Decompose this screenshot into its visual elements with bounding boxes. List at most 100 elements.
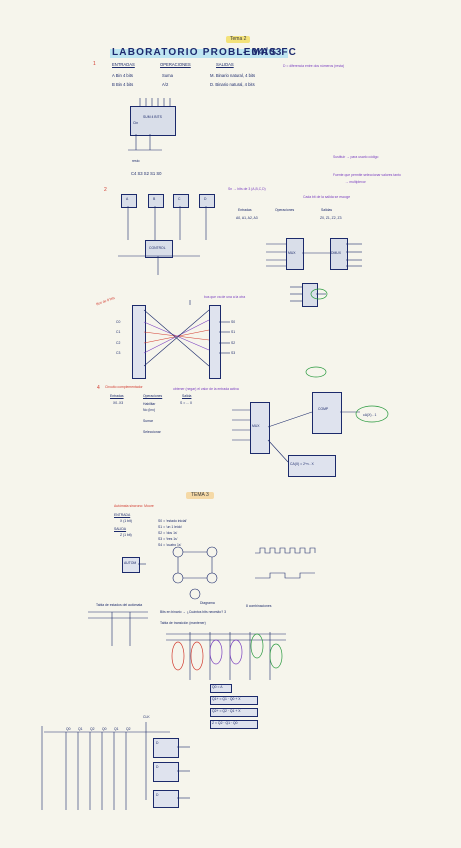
s4-comp-block xyxy=(312,392,342,434)
t3-diagram-title: Diagrama xyxy=(200,601,215,605)
s2-mux-block xyxy=(286,238,304,270)
t3-state-4: S4 = 'cuatro 1s' xyxy=(158,543,182,547)
s4-op-0: Habilitar xyxy=(143,402,156,406)
s4-note: obtener (negar) el valor de la entrada a… xyxy=(173,387,239,391)
ff-2 xyxy=(153,790,179,808)
ff-0 xyxy=(153,738,179,758)
s3-right-bus xyxy=(209,305,221,379)
s2-salidas: Salidas xyxy=(321,208,333,212)
sum-output-label: C4 S3 S2 S1 S0 xyxy=(131,171,162,176)
ff-0-label: D xyxy=(156,741,159,745)
eq-box-2 xyxy=(210,708,258,717)
s1-note: D = diferencia entre dos números (resta) xyxy=(283,64,344,68)
t3-entrada: ENTRADA xyxy=(114,513,131,517)
eq-box-1 xyxy=(210,696,258,705)
s1-input-b: B Bin 4 bits xyxy=(112,82,134,87)
s4-mux-label: MUX xyxy=(252,424,260,428)
s2-box-d-label: D xyxy=(204,197,207,201)
page-date: - 04/03 xyxy=(243,47,283,58)
s2-salidas-values: Z0, Z1, Z2, Z3 xyxy=(320,216,342,220)
t3-autom-block xyxy=(122,557,140,573)
s2-box-c xyxy=(173,194,189,208)
s3-out-2: S2 xyxy=(231,341,236,345)
s3-in-1: C1 xyxy=(116,330,121,334)
t3-bits-question: Bits en binario → ¿Cuántos bits necesito… xyxy=(160,610,226,614)
s4-result: cA(X) - 1 xyxy=(363,413,377,417)
t3-table-title: Tabla de estados del autómata xyxy=(96,603,143,607)
ff-1-label: D xyxy=(156,765,159,769)
s2-entradas: Entradas xyxy=(238,208,252,212)
eq-1: Q1+ = Q1 · Q0 + X xyxy=(212,697,241,701)
s4-op-3: Seleccionar xyxy=(143,430,161,434)
s2-control-label: CONTROL xyxy=(149,246,166,250)
s1-op-1: Suma xyxy=(162,73,173,78)
eq-box-3 xyxy=(210,720,258,729)
s4-comp-label: COMP xyxy=(318,407,329,411)
s3-in-3: C3 xyxy=(116,351,121,355)
s4-entradas-values: X0..X3 xyxy=(113,401,124,405)
sum-block-label: SUM 4 BITS xyxy=(143,115,162,119)
s3-in-0: C0 xyxy=(116,320,121,324)
s4-lower-block xyxy=(288,455,336,477)
s4-result-2: CA(X) = 2^n - X xyxy=(290,462,314,466)
section-1-number: 1 xyxy=(93,61,96,67)
bus-lbl-1: Q1 xyxy=(78,727,83,731)
s3-out-3: S3 xyxy=(231,351,236,355)
t3-state-1: S1 = 'un 1 leído' xyxy=(158,525,183,529)
s2-control-block xyxy=(145,240,173,258)
s3-note: bus que va de una a la otra xyxy=(204,295,246,299)
t3-autom-label: AUTOM xyxy=(124,561,137,565)
title-highlight xyxy=(110,49,288,58)
section-4-number: 4 xyxy=(97,385,100,391)
s1-salidas-heading: SALIDAS xyxy=(216,62,234,67)
sum-resto-label: resto xyxy=(132,159,140,163)
s2-condition: Sn → bits de 3 (A,B,C,D) xyxy=(228,187,266,191)
s1-output-2: D. Binario natural, 4 bits xyxy=(210,82,255,87)
bus-lbl-3: Q0 xyxy=(102,727,107,731)
bus-lbl-0: Q0 xyxy=(66,727,71,731)
s2-box-b-label: B xyxy=(153,197,156,201)
bus-lbl-5: Q2 xyxy=(126,727,131,731)
s3-out-1: S1 xyxy=(231,330,236,334)
t3-salida-value: Z (1 bit) xyxy=(120,533,132,537)
page-title: LABORATORIO PROBLEMAS FC xyxy=(112,47,298,58)
s3-left-bus xyxy=(132,305,146,379)
topic-tag: Tema 2 xyxy=(226,36,251,43)
s4-entradas: Entradas xyxy=(110,394,124,398)
s1-operaciones-heading: OPERACIONES xyxy=(160,62,191,67)
s2-ops-note: Cada bit de la salida se escoge xyxy=(303,195,351,199)
tema3-tag: TEMA 3 xyxy=(186,492,214,499)
s2-box-d xyxy=(199,194,215,208)
t3-state-3: S3 = 'tres 1s' xyxy=(158,537,178,541)
ff-1 xyxy=(153,762,179,782)
s2-box-c-label: C xyxy=(178,197,181,201)
s2-entradas-values: A0, A1, A2, A3 xyxy=(236,216,258,220)
side-note-2: Fuente que permite seleccionar valores t… xyxy=(333,173,401,177)
s4-op-1: No (Inv) xyxy=(143,408,156,412)
t3-trans-title: Tabla de transición (mantener) xyxy=(160,621,206,625)
s2-demux-label: DMUX xyxy=(331,251,341,255)
s3-in-2: C2 xyxy=(116,341,121,345)
section-2-number: 2 xyxy=(104,187,107,193)
s2-box-b xyxy=(148,194,164,208)
s1-op-2: A/2 xyxy=(162,82,169,87)
sum-cin-label: Cin xyxy=(133,121,139,125)
s4-salida: Salida xyxy=(182,394,192,398)
side-note-1: Sustituir → para usarlo código xyxy=(333,155,379,159)
t3-title: Autómata sincrono: Moore xyxy=(114,504,154,508)
bus-lbl-2: Q2 xyxy=(90,727,95,731)
s3-out-0: S0 xyxy=(231,320,236,324)
s4-op-2: Sumar xyxy=(143,419,153,423)
s4-title: Circuito complementador xyxy=(105,385,143,389)
s4-operaciones: Operaciones xyxy=(143,394,163,398)
s2-demux-block xyxy=(330,238,348,270)
s1-output-1: M. Binario natural, 4 bits xyxy=(210,73,256,78)
eq-3: Z = Q2 · Q1 · Q0 xyxy=(212,721,238,725)
bus-lbl-4: Q1 xyxy=(114,727,119,731)
t3-entrada-value: X (1 bit) xyxy=(120,519,132,523)
t3-state-0: S0 = 'estado inicial' xyxy=(158,519,187,523)
ff-2-label: D xyxy=(156,793,159,797)
eq-box-0 xyxy=(210,684,232,693)
s2-box-a-label: A xyxy=(126,197,129,201)
